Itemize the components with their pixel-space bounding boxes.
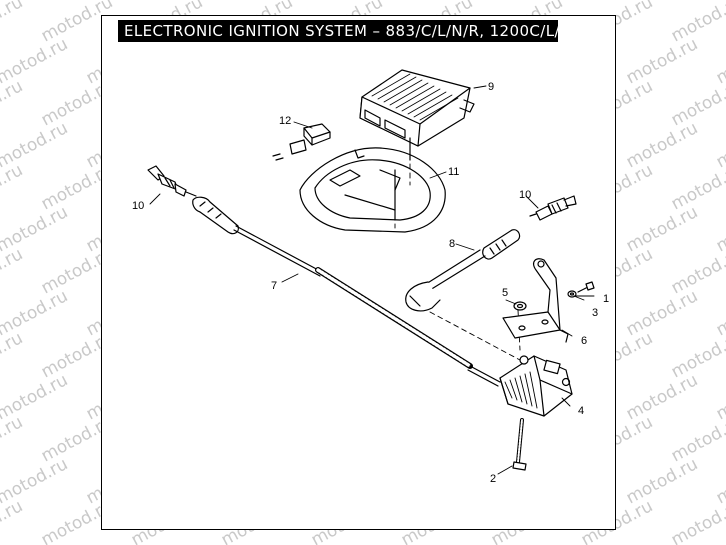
mounting-bracket [502,258,569,343]
spark-plug-right [529,195,577,221]
ignition-coil [499,355,573,417]
callout-11: 11 [448,166,459,178]
callout-7: 7 [271,280,277,292]
connector-plug [272,123,331,161]
callout-10-left: 10 [132,200,144,212]
mounting-bolt [512,418,527,471]
callout-12: 12 [279,115,291,127]
page-title: ELECTRONIC IGNITION SYSTEM – 883/C/L/N/R… [118,20,558,42]
spark-plug-left [147,165,197,197]
screw-small [577,281,595,293]
lock-washer [567,290,577,298]
callout-4: 4 [578,405,584,417]
callout-8: 8 [449,238,455,250]
callout-1: 1 [603,293,609,305]
callout-2: 2 [490,473,496,485]
callout-3: 3 [592,307,598,319]
spark-plug-cable-short [405,229,521,312]
callout-6: 6 [581,335,587,347]
spark-plug-cable-long [192,196,501,387]
diagram-frame [101,15,616,530]
callout-5: 5 [502,287,508,299]
callout-9: 9 [488,81,494,93]
callout-10-right: 10 [519,189,531,201]
module-mounting-tray [299,137,446,233]
ignition-module [359,69,475,147]
